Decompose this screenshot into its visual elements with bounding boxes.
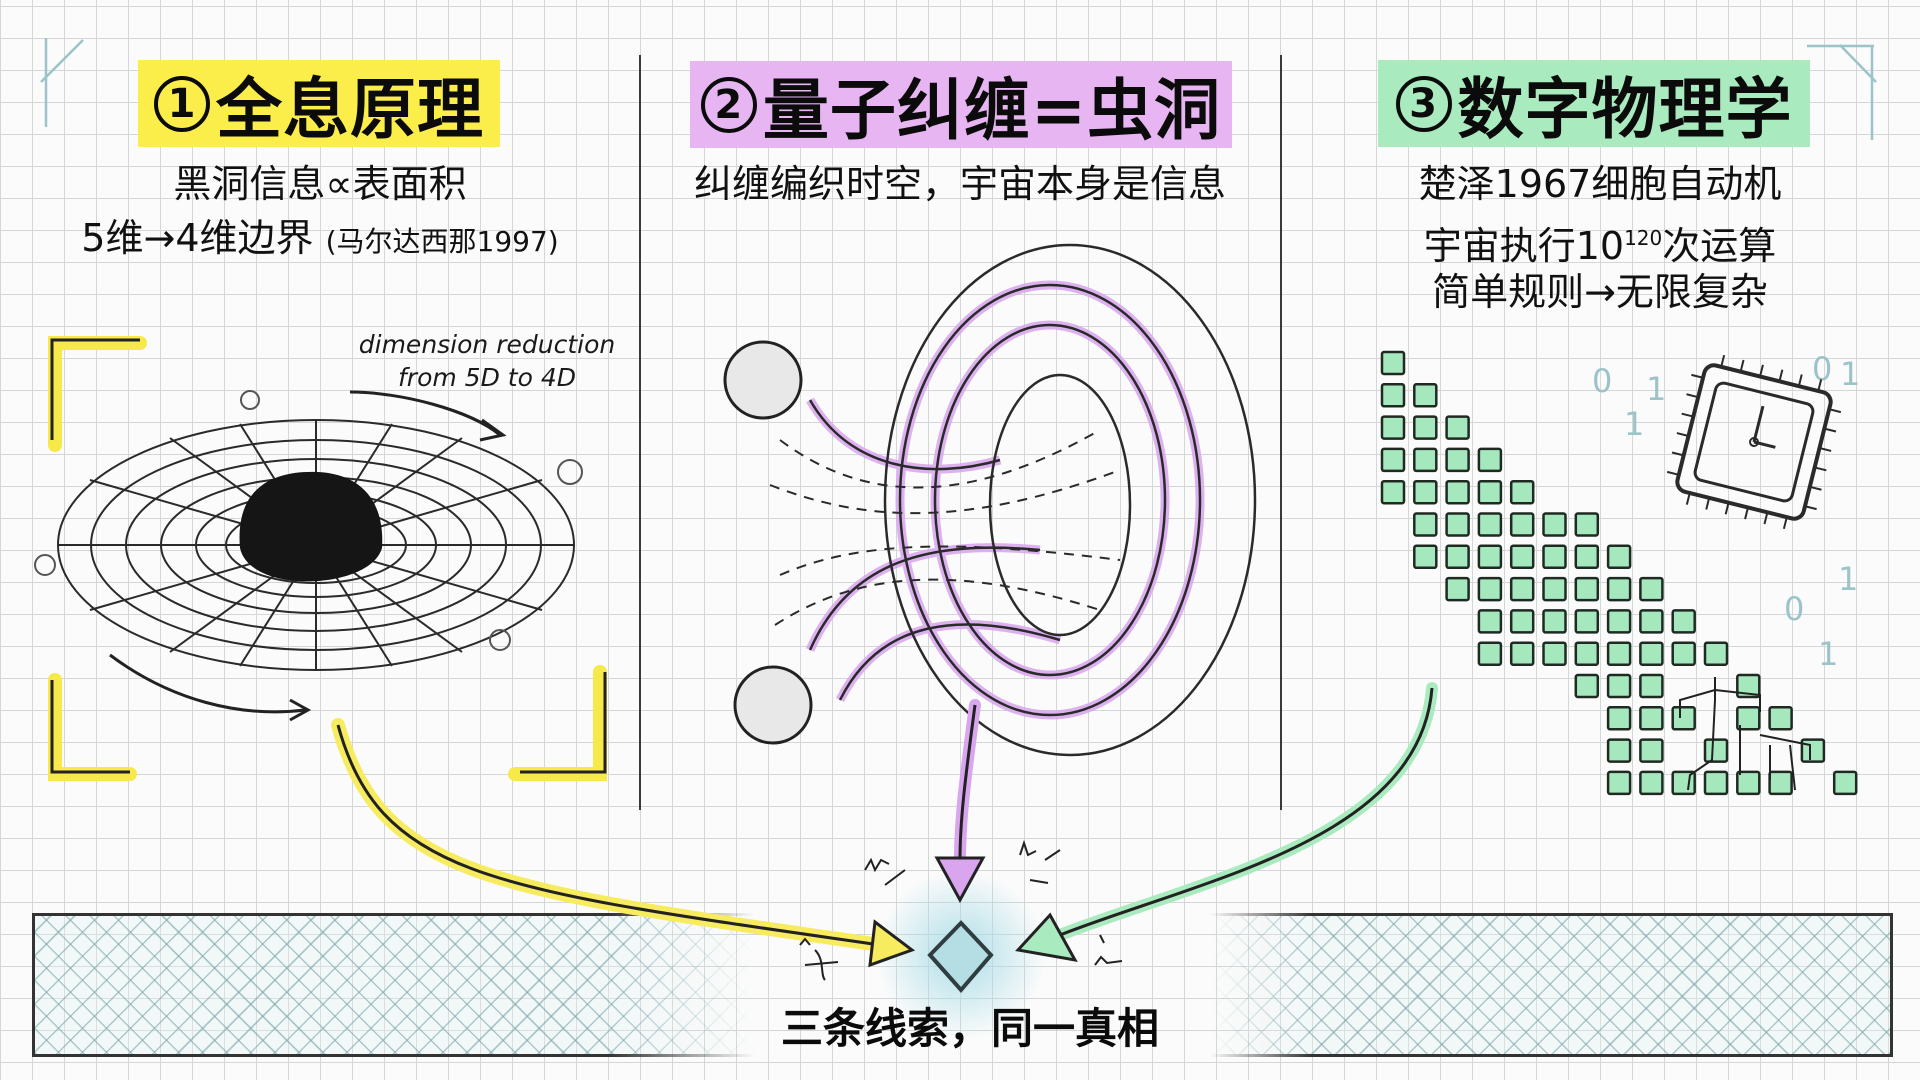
- panel-3-number: 3: [1395, 75, 1452, 132]
- panel-3-title-text: 数字物理学: [1457, 70, 1793, 148]
- binary-digit: 0: [1592, 362, 1613, 400]
- panel-divider-right: [1280, 55, 1282, 810]
- panel-2-title: 2 量子纠缠=虫洞: [690, 61, 1232, 149]
- hatched-band-left: [32, 913, 755, 1057]
- panel-1-line-2: 5维→4维边界 (马尔达西那1997): [81, 216, 559, 260]
- binary-digit: 1: [1624, 405, 1645, 443]
- panel-divider-left: [639, 55, 641, 810]
- panel-2-title-text: 量子纠缠=虫洞: [762, 71, 1222, 149]
- panel-1-number: 1: [154, 75, 210, 132]
- exponent: 120: [1624, 226, 1663, 250]
- binary-digit: 1: [1818, 635, 1839, 673]
- diamond-icon: [927, 920, 994, 994]
- panel-3-line-2: 宇宙执行10120次运算: [1423, 224, 1777, 268]
- conclusion-caption: 三条线索，同一真相: [780, 1004, 1159, 1053]
- binary-digit: 1: [1838, 560, 1859, 598]
- panel-3-line-3: 简单规则→无限复杂: [1432, 270, 1768, 314]
- panel-1-citation: (马尔达西那1997): [325, 225, 559, 258]
- binary-digit: 0: [1812, 350, 1833, 388]
- panel-3-line-1: 楚泽1967细胞自动机: [1418, 162, 1782, 206]
- panel-1-line-1: 黑洞信息∝表面积: [173, 162, 467, 206]
- panel-1-title-text: 全息原理: [216, 70, 484, 148]
- panel-2-line-1: 纠缠编织时空，宇宙本身是信息: [693, 162, 1226, 206]
- binary-digit: 1: [1840, 355, 1861, 393]
- binary-digit: 1: [1646, 370, 1667, 408]
- panel-1-title: 1 全息原理: [138, 60, 500, 148]
- dimension-reduction-annotation: dimension reduction from 5D to 4D: [358, 330, 616, 392]
- panel-3-title: 3 数字物理学: [1378, 60, 1810, 148]
- panel-2-number: 2: [700, 76, 757, 133]
- binary-digit: 0: [1784, 590, 1805, 628]
- hatched-band-right: [1210, 913, 1893, 1057]
